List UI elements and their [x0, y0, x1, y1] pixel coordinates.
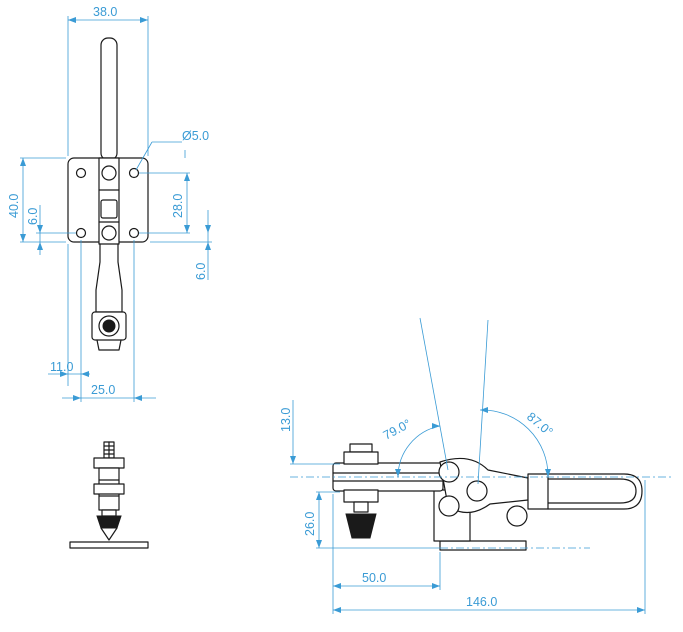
- clamp-bar: [95, 243, 123, 313]
- dim-hole-spacing: 28.0: [171, 194, 185, 218]
- spindle-rod: [101, 509, 117, 517]
- spindle-center: [102, 319, 116, 333]
- pivot: [101, 165, 117, 181]
- dim-edge-offset-right: 6.0: [194, 263, 208, 280]
- dim-open-angle-right: 87.0°: [524, 410, 555, 440]
- upper-nut: [93, 457, 125, 469]
- side-lower-nut: [343, 489, 379, 503]
- mount-hole: [75, 227, 87, 239]
- top-view: [67, 37, 149, 351]
- dim-base-offset: 26.0: [303, 512, 317, 536]
- spindle-top: [98, 315, 120, 337]
- dim-overall-length: 146.0: [466, 595, 497, 609]
- mount-hole: [128, 167, 140, 179]
- dim-hole-diameter: Ø5.0: [182, 129, 209, 143]
- dim-hole-x-spacing: 25.0: [91, 383, 115, 397]
- side-base-plate: [439, 540, 527, 551]
- side-pivot-top: [438, 461, 460, 483]
- pivot: [101, 225, 117, 241]
- side-rubber-tip: [345, 513, 377, 539]
- dim-edge-offset-left: 6.0: [26, 208, 40, 225]
- dim-top-width: 38.0: [93, 5, 117, 19]
- dim-hole-x-offset: 11.0: [50, 360, 73, 374]
- top-view-dimensions: 38.0 Ø5.0 40.0 6.0 28.0 6.0: [7, 5, 212, 402]
- mount-hole: [128, 227, 140, 239]
- dim-mount-length: 50.0: [362, 571, 386, 585]
- dim-spindle-height: 13.0: [279, 408, 293, 432]
- lower-nut: [93, 483, 125, 495]
- handle-grip: [100, 37, 118, 161]
- rubber-tip: [96, 515, 122, 529]
- end-base-plate: [69, 541, 149, 549]
- side-rod: [353, 501, 369, 513]
- side-upper-nut: [343, 451, 379, 465]
- linkage: [100, 199, 118, 219]
- side-handle: [527, 473, 643, 510]
- side-view: [332, 443, 643, 551]
- end-view: [69, 441, 149, 549]
- dim-open-angle-left: 79.0°: [381, 417, 413, 443]
- side-pivot-mid: [466, 480, 488, 502]
- side-pivot-bottom: [438, 495, 460, 517]
- dim-plate-height: 40.0: [7, 194, 21, 218]
- side-pivot-rear: [506, 505, 528, 527]
- mount-hole: [75, 167, 87, 179]
- side-thread: [349, 443, 373, 453]
